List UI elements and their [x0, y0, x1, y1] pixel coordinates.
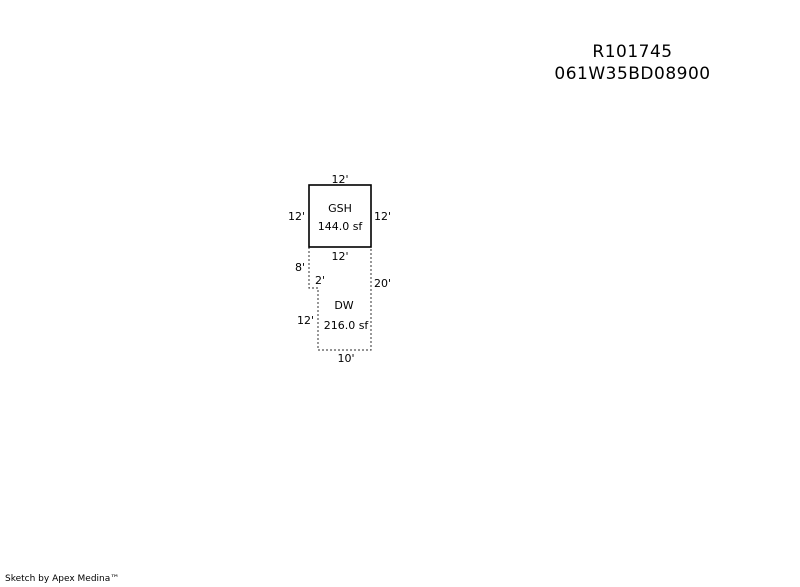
gsh-dim-right: 12'	[374, 210, 391, 223]
dw-dim-right: 20'	[374, 277, 391, 290]
gsh-dim-top: 12'	[331, 173, 348, 186]
sketch-credit: Sketch by Apex Medina™	[5, 574, 120, 584]
gsh-area: 144.0 sf	[318, 220, 364, 233]
gsh-code: GSH	[328, 202, 352, 215]
dw-dim-bottom: 10'	[337, 352, 354, 365]
dw-outline	[308, 247, 372, 351]
dw-area: 216.0 sf	[324, 319, 370, 332]
dw-code: DW	[334, 299, 353, 312]
dw-dim-left-upper: 8'	[295, 261, 305, 274]
map-number: 061W35BD08900	[554, 64, 711, 84]
dw-dim-notch: 2'	[315, 274, 325, 287]
gsh-outline	[308, 184, 372, 248]
dw-dim-left-lower: 12'	[297, 314, 314, 327]
parcel-id: R101745	[592, 42, 673, 62]
gsh-dim-bottom: 12'	[331, 250, 348, 263]
gsh-dim-left: 12'	[288, 210, 305, 223]
